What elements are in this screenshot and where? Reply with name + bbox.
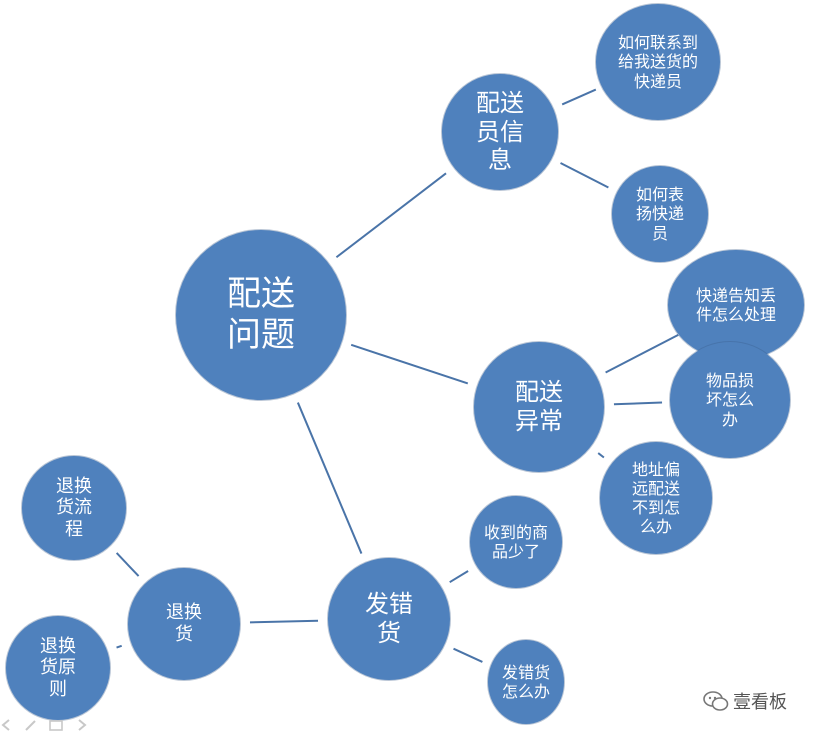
watermark: 壹看板 <box>703 688 787 714</box>
node-praise-courier-label: 如何表扬快递员 <box>635 185 684 243</box>
edge-courier_info-contact_courier <box>561 88 597 106</box>
node-lost-package: 快递告知丢件怎么处理 <box>668 250 804 360</box>
node-delivery-exception-label: 配送异常 <box>515 378 563 435</box>
node-return-process-label: 退换货流程 <box>56 475 92 540</box>
edge-courier_info-praise_courier <box>560 162 609 189</box>
edge-delivery_exception-remote_address <box>597 452 605 459</box>
edge-root-courier_info <box>335 172 447 259</box>
node-damaged-item-label: 物品损坏怎么办 <box>705 371 754 429</box>
node-delivery-exception: 配送异常 <box>474 342 604 472</box>
arrow-left-icon[interactable] <box>0 718 14 732</box>
node-remote-address-label: 地址偏远配送不到怎么办 <box>631 459 680 537</box>
edge-wrong_goods-return_exchange <box>249 619 319 624</box>
node-missing-items-label: 收到的商品少了 <box>483 522 548 561</box>
node-return-exchange-label: 退换货 <box>166 602 202 645</box>
node-courier-info: 配送员信息 <box>442 74 558 190</box>
node-root: 配送问题 <box>176 230 346 400</box>
node-wrong-goods-action-label: 发错货怎么办 <box>501 662 550 701</box>
node-wrong-goods: 发错货 <box>328 558 450 680</box>
node-return-policy: 退换货原则 <box>6 616 110 720</box>
edge-wrong_goods-missing_items <box>449 570 469 584</box>
node-wrong-goods-action: 发错货怎么办 <box>488 640 564 724</box>
edge-return_exchange-return_process <box>115 552 140 577</box>
node-return-policy-label: 退换货原则 <box>40 635 76 700</box>
edge-delivery_exception-damaged_item <box>613 401 663 406</box>
node-root-label: 配送问题 <box>227 274 295 355</box>
pen-icon[interactable] <box>24 718 38 732</box>
node-return-exchange: 退换货 <box>128 568 240 680</box>
node-remote-address: 地址偏远配送不到怎么办 <box>600 442 712 554</box>
edge-delivery_exception-lost_package <box>605 333 679 374</box>
wechat-icon <box>703 691 729 711</box>
edge-root-delivery_exception <box>350 343 469 385</box>
edge-return_exchange-return_policy <box>116 644 123 649</box>
node-wrong-goods-label: 发错货 <box>365 590 413 647</box>
edge-root-wrong_goods <box>296 402 363 554</box>
node-lost-package-label: 快递告知丢件怎么处理 <box>695 285 776 324</box>
menu-icon[interactable] <box>48 718 64 732</box>
node-praise-courier: 如何表扬快递员 <box>612 166 708 262</box>
edge-wrong_goods-wrong_goods_action <box>453 647 483 663</box>
node-contact-courier: 如何联系到给我送货的快递员 <box>596 4 720 120</box>
node-missing-items: 收到的商品少了 <box>470 496 562 588</box>
slide-toolbar <box>0 718 88 732</box>
node-contact-courier-label: 如何联系到给我送货的快递员 <box>617 33 698 91</box>
watermark-text: 壹看板 <box>733 692 787 713</box>
node-courier-info-label: 配送员信息 <box>476 88 524 175</box>
node-damaged-item: 物品损坏怎么办 <box>670 342 790 458</box>
node-return-process: 退换货流程 <box>22 456 126 560</box>
arrow-right-icon[interactable] <box>74 718 88 732</box>
